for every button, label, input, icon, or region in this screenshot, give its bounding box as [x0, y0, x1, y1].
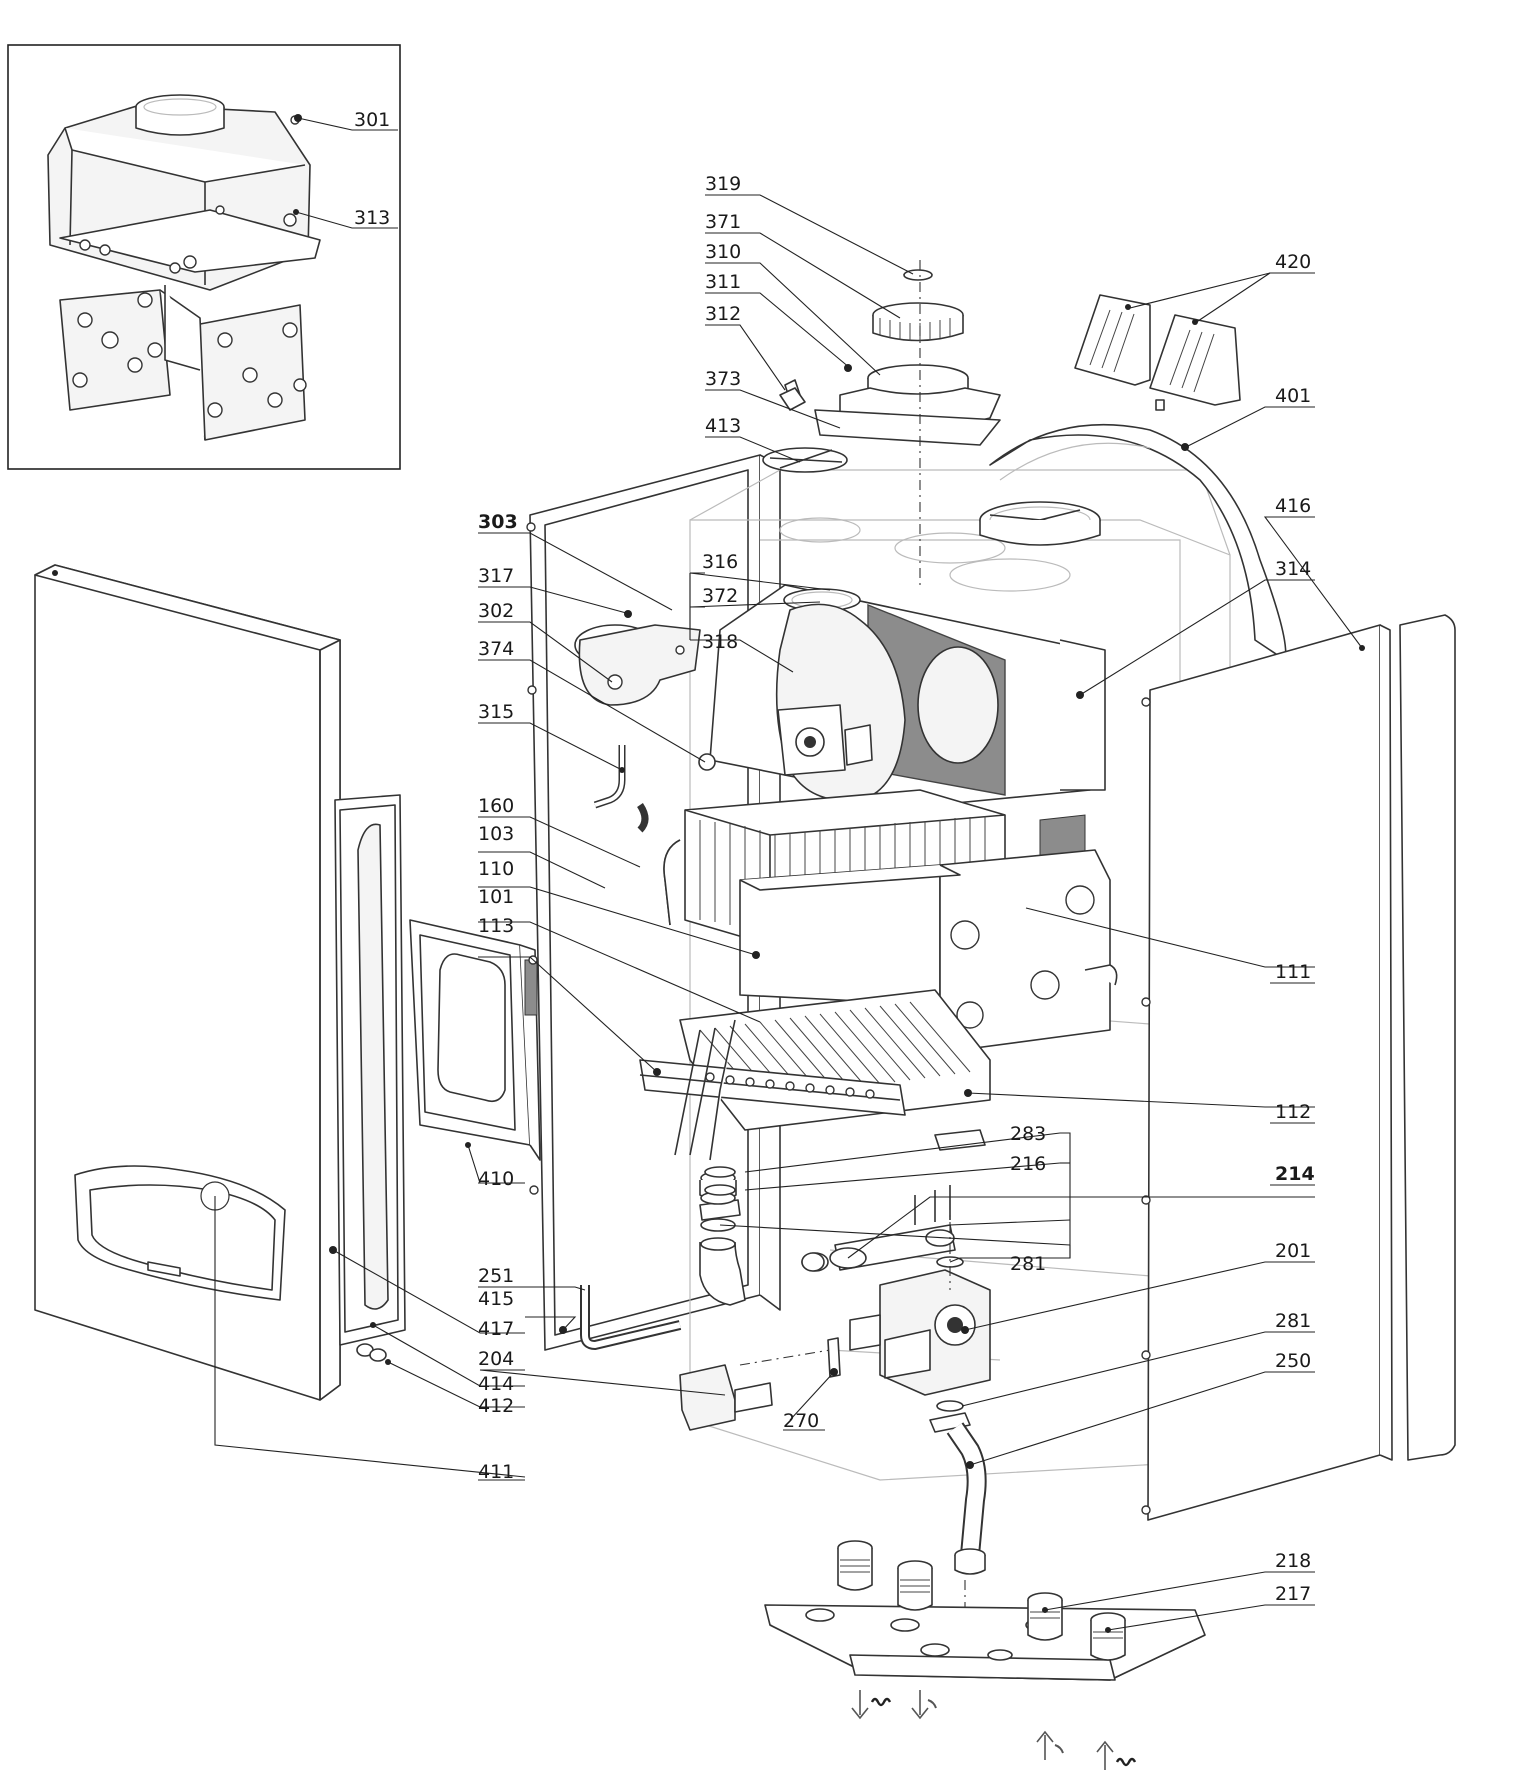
coil-icon [1115, 1757, 1137, 1767]
callout-250: 250 [1275, 1350, 1311, 1372]
inspection-window-panel [409, 919, 541, 1161]
callout-401: 401 [1275, 385, 1311, 407]
callout-372: 372 [702, 585, 738, 607]
callout-281-upper: 281 [1010, 1253, 1046, 1275]
arrow-up-icon [1036, 1730, 1054, 1760]
burner-assembly [639, 989, 991, 1161]
callout-374: 374 [478, 638, 514, 660]
callout-311: 311 [705, 271, 741, 293]
callout-251: 251 [478, 1265, 514, 1287]
callout-111: 111 [1275, 961, 1311, 983]
callout-373: 373 [705, 368, 741, 390]
expansion-vessel [989, 399, 1287, 661]
callout-413: 413 [705, 415, 741, 437]
arrow-down-icon [851, 1690, 869, 1720]
callout-420: 420 [1275, 251, 1311, 273]
drain-pipe [580, 1285, 682, 1351]
tap-icon [927, 1699, 937, 1709]
air-box-bracket-right [1149, 314, 1241, 406]
leader-lines [214, 194, 1363, 1631]
ignition-electrode [827, 1337, 841, 1378]
connection-symbols [851, 1690, 1137, 1770]
inset-fan-hood [47, 94, 321, 291]
inset-panel: 301 313 [7, 44, 401, 470]
callout-317: 317 [478, 565, 514, 587]
fan-assembly-housing [709, 584, 1106, 806]
side-panel-right [1141, 614, 1456, 1521]
callout-301: 301 [354, 109, 390, 131]
callout-316: 316 [702, 551, 738, 573]
coil-icon [870, 1697, 892, 1707]
inspection-door-frame [334, 794, 406, 1346]
callout-201: 201 [1275, 1240, 1311, 1262]
fan-unit [775, 588, 906, 802]
hose-clip [356, 1343, 391, 1365]
flue-restrictor-right [979, 501, 1101, 546]
callout-410: 410 [478, 1168, 514, 1190]
ignition-transformer [679, 1349, 831, 1431]
callout-411: 411 [478, 1461, 514, 1483]
callout-160: 160 [478, 795, 514, 817]
air-box-bracket-left [1074, 294, 1151, 386]
seals-and-washers [704, 1166, 964, 1412]
callout-310: 310 [705, 241, 741, 263]
front-casing-panel [34, 564, 341, 1401]
callout-216: 216 [1010, 1153, 1046, 1175]
callout-113: 113 [478, 915, 514, 937]
callout-412: 412 [478, 1395, 514, 1417]
callout-270: 270 [783, 1410, 819, 1432]
callout-415: 415 [478, 1288, 514, 1310]
callout-283: 283 [1010, 1123, 1046, 1145]
callout-313: 313 [354, 207, 390, 229]
callout-417: 417 [478, 1318, 514, 1340]
callout-416: 416 [1275, 495, 1311, 517]
callout-underlines [352, 129, 1315, 1606]
callout-302: 302 [478, 600, 514, 622]
callout-281-lower: 281 [1275, 1310, 1311, 1332]
gas-valve [849, 1269, 991, 1396]
callout-217: 217 [1275, 1583, 1311, 1605]
callout-312: 312 [705, 303, 741, 325]
callout-112: 112 [1275, 1101, 1311, 1123]
connection-bracket [764, 1604, 1206, 1681]
valve-connections [837, 1540, 1126, 1661]
callout-103: 103 [478, 823, 514, 845]
arrow-down-icon [911, 1690, 929, 1720]
tap-icon [1054, 1744, 1064, 1754]
callout-314: 314 [1275, 558, 1311, 580]
callout-218: 218 [1275, 1550, 1311, 1572]
callout-110: 110 [478, 858, 514, 880]
callout-204: 204 [478, 1348, 514, 1370]
callout-371: 371 [705, 211, 741, 233]
callout-214: 214 [1275, 1163, 1315, 1185]
gas-pipe-outlet [929, 1412, 987, 1575]
callout-318: 318 [702, 631, 738, 653]
callout-414: 414 [478, 1373, 514, 1395]
air-pressure-switch [574, 610, 701, 706]
callout-319: 319 [705, 173, 741, 195]
arrow-up-icon [1096, 1740, 1114, 1770]
callout-labels: 319 371 310 311 312 373 413 420 401 416 … [478, 173, 1315, 1605]
inset-base-panels [59, 285, 307, 441]
callout-315: 315 [478, 701, 514, 723]
silicone-tube [593, 745, 649, 833]
callout-101: 101 [478, 886, 514, 908]
callout-303: 303 [478, 511, 518, 533]
flue-adaptor-stack [762, 269, 1001, 473]
